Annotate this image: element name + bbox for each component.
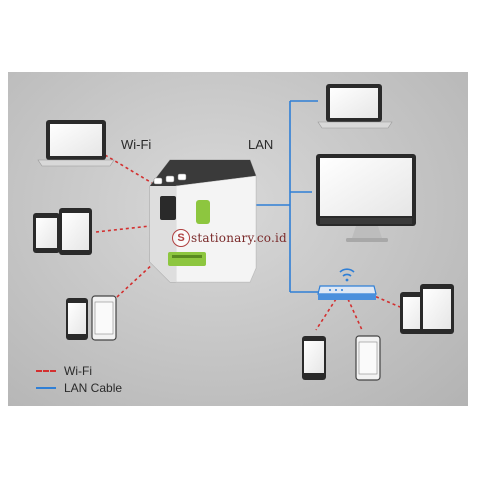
watermark-text: stationary.co.id [191, 231, 287, 245]
wifi-label: Wi-Fi [121, 137, 152, 152]
legend: Wi-Fi LAN Cable [36, 362, 122, 396]
legend-item-lan-cable: LAN Cable [36, 379, 122, 396]
label-printer-icon [149, 159, 257, 283]
watermark-logo: S [172, 229, 190, 247]
wifi-link-phone-left [315, 298, 337, 331]
laptop-icon [37, 120, 115, 167]
legend-wifi-label: Wi-Fi [64, 363, 92, 378]
legend-lan-cable-label: LAN Cable [64, 380, 123, 395]
wifi-link-phones [116, 261, 156, 298]
tablet-icon [400, 284, 454, 334]
wifi-link-tablet [95, 225, 151, 233]
smartphone-icon [66, 295, 117, 341]
lan-links [254, 100, 318, 293]
wifi-line-swatch [36, 369, 56, 372]
legend-item-wifi: Wi-Fi [36, 362, 122, 379]
tablet-icon [33, 208, 92, 255]
lan-line-swatch [36, 386, 56, 389]
lan-label: LAN [248, 137, 274, 152]
wifi-link-laptop [104, 154, 153, 184]
watermark: S stationary.co.id [172, 229, 287, 247]
router-icon [317, 268, 377, 300]
wifi-link-phone-right [347, 298, 363, 331]
monitor-icon [316, 154, 416, 242]
smartphone-icon [302, 335, 381, 381]
laptop-icon [317, 84, 393, 129]
